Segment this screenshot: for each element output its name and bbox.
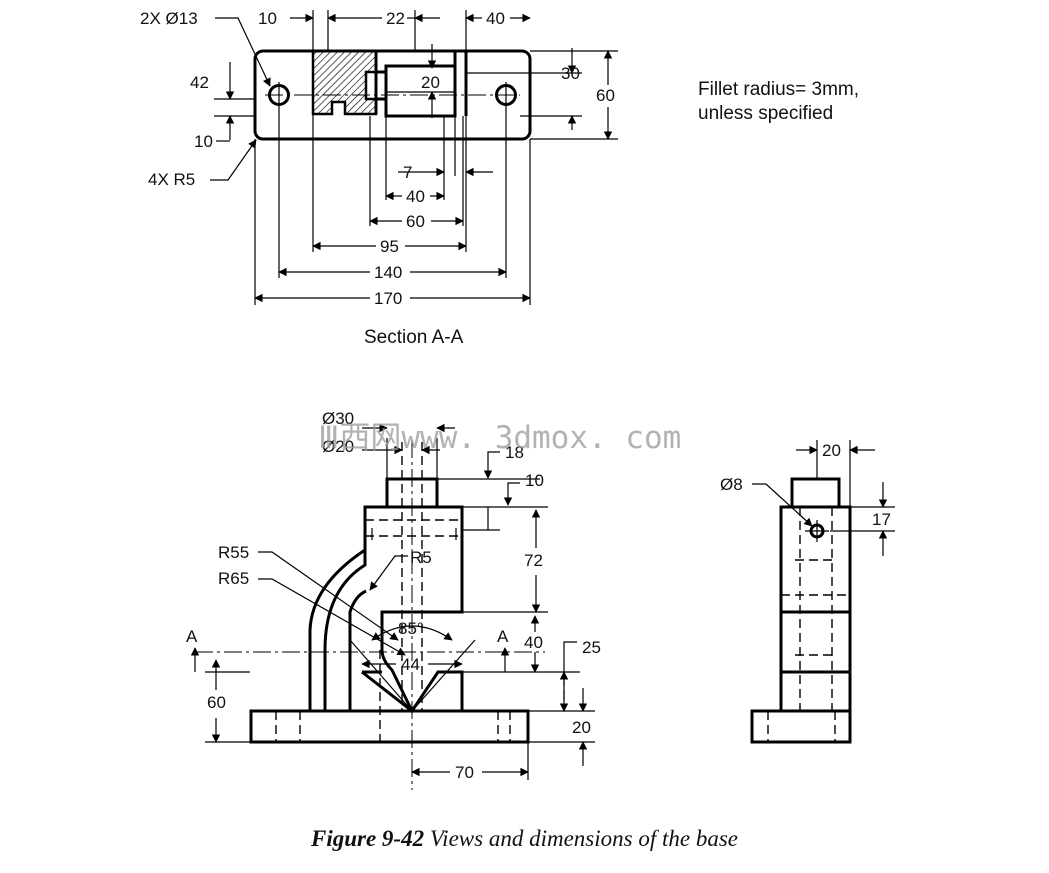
base-plate	[249, 709, 530, 744]
dim-7: 7	[403, 163, 412, 182]
dim-20-side: 20	[822, 441, 841, 460]
callout-2x-dia13: 2X Ø13	[140, 9, 198, 28]
figure-label: Figure 9-42	[311, 826, 425, 851]
dim-10-left: 10	[194, 132, 213, 151]
dim-22: 22	[386, 9, 405, 28]
dim-170: 170	[374, 289, 402, 308]
section-outline	[253, 49, 532, 141]
dim-42: 42	[190, 73, 209, 92]
section-title: Section A-A	[364, 327, 464, 348]
dim-140: 140	[374, 263, 402, 282]
section-marker-right: A	[497, 627, 509, 646]
dim-72: 72	[524, 551, 543, 570]
hatched-section	[311, 49, 378, 116]
arm-inner	[348, 589, 367, 711]
fillet-note-line2: unless specified	[698, 103, 833, 124]
dim-10-top: 10	[258, 9, 277, 28]
dim-40-top: 40	[486, 9, 505, 28]
figure-caption: Figure 9-42 Views and dimensions of the …	[0, 826, 1049, 852]
dim-60-front: 60	[207, 693, 226, 712]
leader-r5: R5	[410, 548, 432, 567]
dim-25: 25	[582, 638, 601, 657]
dim-18: 18	[505, 443, 524, 462]
dim-dia20: Ø20	[322, 437, 354, 456]
leader-r65: R65	[218, 569, 249, 588]
dim-dia8: Ø8	[720, 475, 743, 494]
dim-60-right: 60	[596, 86, 615, 105]
dim-44: 44	[401, 655, 420, 674]
dim-dia30: Ø30	[322, 409, 354, 428]
dim-60-bottom: 60	[406, 212, 425, 231]
dim-30: 30	[561, 64, 580, 83]
body-outline	[323, 505, 464, 715]
side-boss	[790, 477, 841, 509]
dim-85deg: 85°	[398, 619, 424, 638]
section-view: 20 10 22 40 2X Ø13 42 10 4X R5	[140, 9, 859, 348]
side-view: 20 Ø8 17	[720, 440, 895, 744]
arm-outer	[308, 548, 366, 711]
dim-17: 17	[872, 510, 891, 529]
dim-20-front: 20	[572, 718, 591, 737]
callout-4x-r5: 4X R5	[148, 170, 195, 189]
dim-10: 10	[525, 471, 544, 490]
front-view: Ø30 Ø20 18 10 72 R5 R55 R65 85° 44 A	[186, 409, 601, 790]
section-marker-left: A	[186, 627, 198, 646]
dim-40-bottom: 40	[406, 187, 425, 206]
figure-caption-text: Views and dimensions of the base	[424, 826, 738, 851]
watermark: Ⅲ西网www. 3dmox. com	[318, 420, 681, 456]
dim-20-inner: 20	[421, 73, 440, 92]
leader-r55: R55	[218, 543, 249, 562]
fillet-note-line1: Fillet radius= 3mm,	[698, 79, 859, 100]
dim-40-front: 40	[524, 633, 543, 652]
dim-70: 70	[455, 763, 474, 782]
dim-95: 95	[380, 237, 399, 256]
